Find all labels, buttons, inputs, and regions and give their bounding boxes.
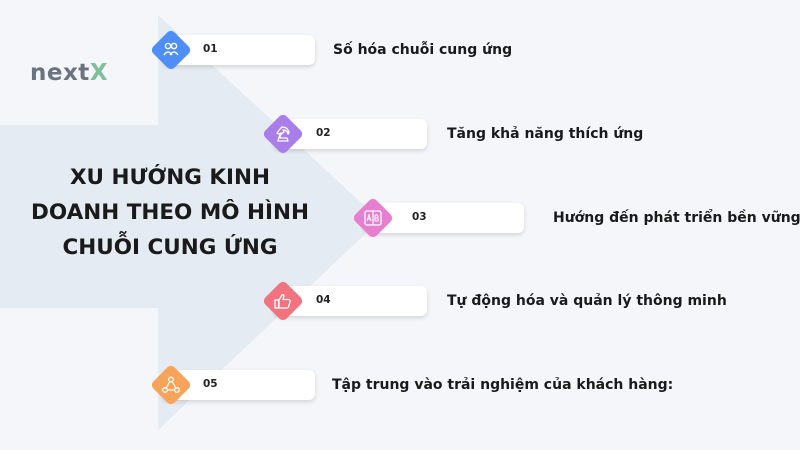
title-line: XU HƯỚNG KINH (69, 165, 271, 190)
translate-ab-icon (364, 210, 382, 226)
people-icon (163, 42, 179, 56)
step-label: Tăng khả năng thích ứng (447, 126, 644, 142)
step-label: Tập trung vào trải nghiệm của khách hàng… (332, 377, 674, 393)
title-line: DOANH THEO MÔ HÌNH (31, 200, 309, 225)
thumbs-up-icon (274, 294, 291, 309)
step-number: 04 (316, 294, 331, 306)
nextx-logo: nextX (30, 60, 108, 86)
step-number: 01 (203, 43, 218, 55)
logo-prefix: next (30, 60, 90, 86)
step-number: 02 (316, 127, 331, 139)
step-label: Số hóa chuỗi cung ứng (333, 42, 513, 58)
title-line: CHUỖI CUNG ỨNG (62, 235, 278, 260)
chess-knight-icon (276, 126, 290, 142)
logo-suffix: X (89, 60, 109, 86)
main-title: XU HƯỚNG KINH DOANH THEO MÔ HÌNH CHUỖI C… (20, 160, 320, 265)
step-number: 03 (412, 211, 427, 223)
network-nodes-icon (162, 376, 180, 393)
step-label: Hướng đến phát triển bền vững (553, 210, 800, 226)
step-number: 05 (203, 378, 218, 390)
step-label: Tự động hóa và quản lý thông minh (447, 293, 727, 309)
